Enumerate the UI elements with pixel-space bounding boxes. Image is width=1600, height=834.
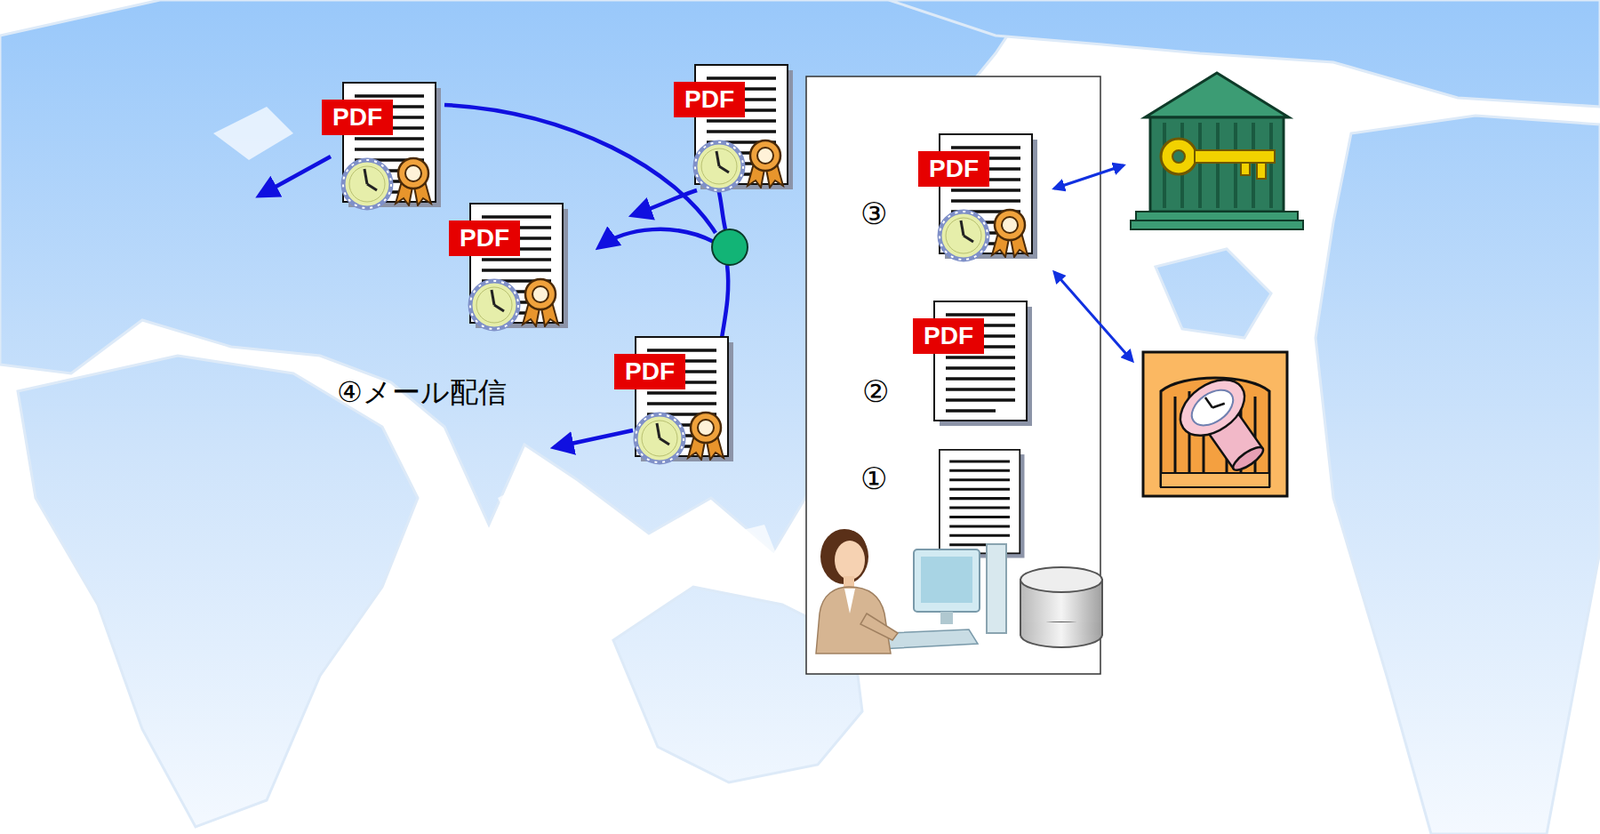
callout-number: ① [860, 460, 888, 497]
pdf-document: PDF [614, 336, 737, 465]
pdf-document: PDF [673, 64, 797, 193]
pdf-label: PDF [321, 99, 393, 136]
pdf-label: PDF [918, 151, 990, 187]
pdf-label: PDF [448, 220, 520, 256]
callout-number: ③ [860, 195, 888, 232]
pdf-label: PDF [912, 318, 984, 354]
pdf-label: PDF [673, 81, 745, 118]
pdf-document: PDF [321, 81, 445, 211]
pdf-label: PDF [614, 353, 686, 390]
step-label: ④メール配信 [336, 375, 507, 409]
callout-number: ② [862, 373, 889, 410]
pdf-document: PDF [912, 300, 1036, 430]
pdf-document: PDF [448, 202, 572, 332]
pdf-document: PDF [918, 133, 1041, 263]
